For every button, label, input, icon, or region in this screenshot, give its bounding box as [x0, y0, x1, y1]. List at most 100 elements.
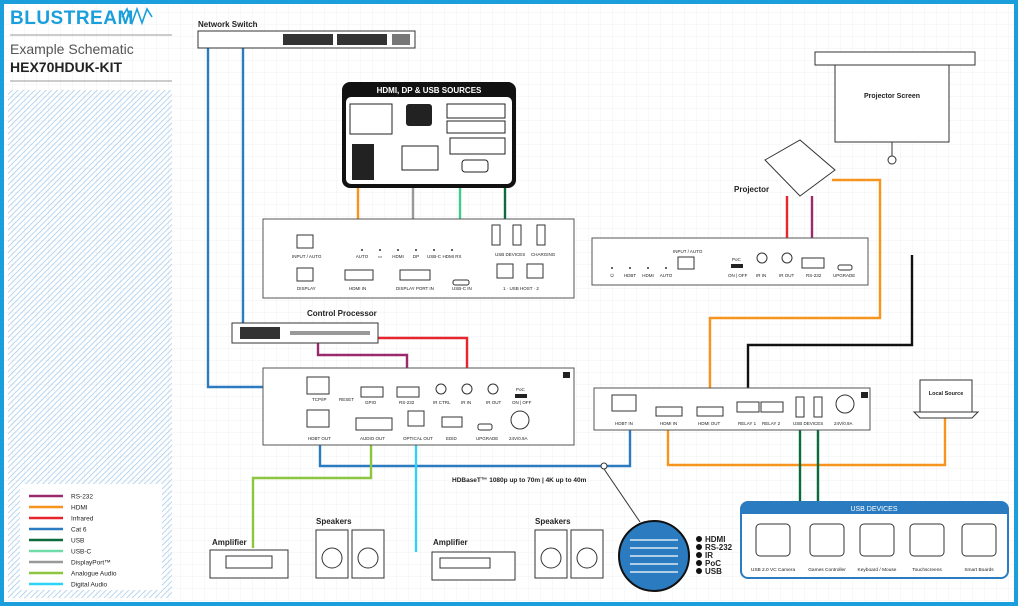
usb-device-label: Games Controller [808, 567, 846, 573]
legend-label: Cat 6 [71, 527, 87, 534]
ir-ctrl-label: IR CTRL [433, 400, 451, 405]
legend-label: Analogue Audio [71, 571, 117, 578]
feature-bullet-icon [696, 544, 702, 550]
projector-label: Projector [734, 185, 769, 194]
input-auto-button[interactable] [296, 234, 314, 249]
gpio-port [360, 386, 384, 398]
transmitter-rear: TCP/IP RESET GPIO RS-232 IR CTRL IR IN I… [262, 367, 575, 446]
led-indicator [433, 249, 435, 251]
cable-feature-label: USB [705, 567, 722, 576]
monitor-icon [349, 103, 393, 135]
subtitle: Example Schematic [10, 41, 134, 57]
led-indicator [647, 267, 649, 269]
header: BLUSTREAM Example Schematic HEX70HDUK-KI… [10, 6, 172, 82]
ir-out-port [487, 383, 499, 395]
optical-out-port [407, 410, 425, 427]
usb-device-label: Keyboard / Mouse [858, 567, 897, 573]
display-label: DISPLAY [297, 286, 316, 291]
power-label: 24V/0.9A [509, 436, 528, 441]
usb-device-port-2 [512, 224, 522, 246]
led-indicator [379, 249, 381, 251]
rx-usb-devices-label: USB DEVICES [793, 421, 823, 426]
rx-usb-port-1 [795, 396, 805, 418]
speakers1-label: Speakers [316, 517, 352, 526]
rs232-label: RS-232 [399, 400, 415, 405]
smart-board-icon [961, 523, 997, 557]
rx-ir-out-port [781, 252, 793, 264]
rx-hdmi-out-label: HDMI OUT [698, 421, 720, 426]
apple-tv-icon [406, 104, 432, 126]
display-button[interactable] [296, 267, 314, 282]
led-indicator [397, 249, 399, 251]
hdmi-cable-projector [708, 178, 882, 405]
usb-device-label: Touchscreens [912, 567, 942, 573]
legend-label: Digital Audio [71, 582, 108, 589]
ir-in-label: IR IN [461, 400, 471, 405]
rs232-port [396, 386, 420, 398]
usb-device-label: Smart Boards [964, 567, 994, 573]
rx-power-label: 24V/0.9A [834, 421, 853, 426]
charging-port [536, 224, 546, 246]
led-label: ⏻ [610, 273, 614, 278]
audio-zone-1: Amplifier Speakers [209, 517, 385, 579]
poc-switch[interactable] [515, 394, 527, 398]
legend-label: HDMI [71, 505, 88, 512]
rx-input-auto-button[interactable] [677, 256, 695, 270]
rx-ir-out-label: IR OUT [779, 273, 795, 278]
legend-label: Infrared [71, 516, 94, 523]
hdbt-out-port [306, 409, 330, 428]
led-indicator [415, 249, 417, 251]
camera-icon [461, 159, 489, 173]
legend-label: USB [71, 538, 84, 545]
hdmi-in-label: HDMI IN [349, 286, 366, 291]
charging-label: CHARGING [531, 252, 556, 257]
local-source-label: Local Source [929, 391, 964, 397]
svg-text:Local Source: Local Source [929, 391, 964, 397]
games-controller-icon [809, 523, 845, 557]
tcpip-label: TCP/IP [312, 397, 327, 402]
relay1-label: RELAY 1 [738, 421, 757, 426]
upgrade-port [477, 423, 493, 431]
bluray-player-icon [446, 120, 506, 134]
edid-dip-switch[interactable] [441, 416, 463, 428]
rx-rs232-port [801, 257, 825, 269]
rx-ir-in-port [756, 252, 768, 264]
tcpip-port [306, 376, 330, 395]
rx-hdbt-in-label: HDBT IN [615, 421, 633, 426]
rx-poc-switch[interactable] [731, 264, 743, 268]
hdmi-in-port [344, 269, 374, 281]
rx-power-port [835, 394, 855, 414]
power-port [510, 410, 530, 430]
hdbt-out-label: HDBT OUT [308, 436, 331, 441]
amplifier1-label: Amplifier [212, 538, 247, 547]
legend-label: USB-C [71, 549, 92, 556]
cable-feature-label: IR [705, 551, 713, 560]
local-source: Local Source [912, 379, 980, 419]
control-processor-label: Control Processor [307, 309, 377, 318]
usb-devices-title: USB DEVICES [850, 506, 897, 513]
feature-bullet-icon [696, 560, 702, 566]
edid-label: EDID [446, 436, 458, 441]
input-auto-label: INPUT / AUTO [292, 254, 322, 259]
cable-feature-label: PoC [705, 559, 721, 568]
ir-ctrl-port [435, 383, 447, 395]
led-indicator [665, 267, 667, 269]
ir-out-label: IR OUT [486, 400, 502, 405]
relay-cable-screen [746, 255, 914, 402]
upgrade-label: UPGRADE [476, 436, 498, 441]
rx-rs232-label: RS-232 [806, 273, 822, 278]
led-indicator [611, 267, 613, 269]
relay1-port [736, 401, 760, 413]
rx-hdmi-in-label: HDMI IN [660, 421, 677, 426]
audio-out-port [355, 417, 393, 431]
rx-hdmi-in-port [655, 406, 683, 417]
sources-title: HDMI, DP & USB SOURCES [377, 86, 482, 95]
wave-icon [121, 6, 153, 26]
usb-host-label: 1 · USB HOST · 2 [503, 286, 539, 291]
led-label: AUTO [356, 254, 369, 259]
